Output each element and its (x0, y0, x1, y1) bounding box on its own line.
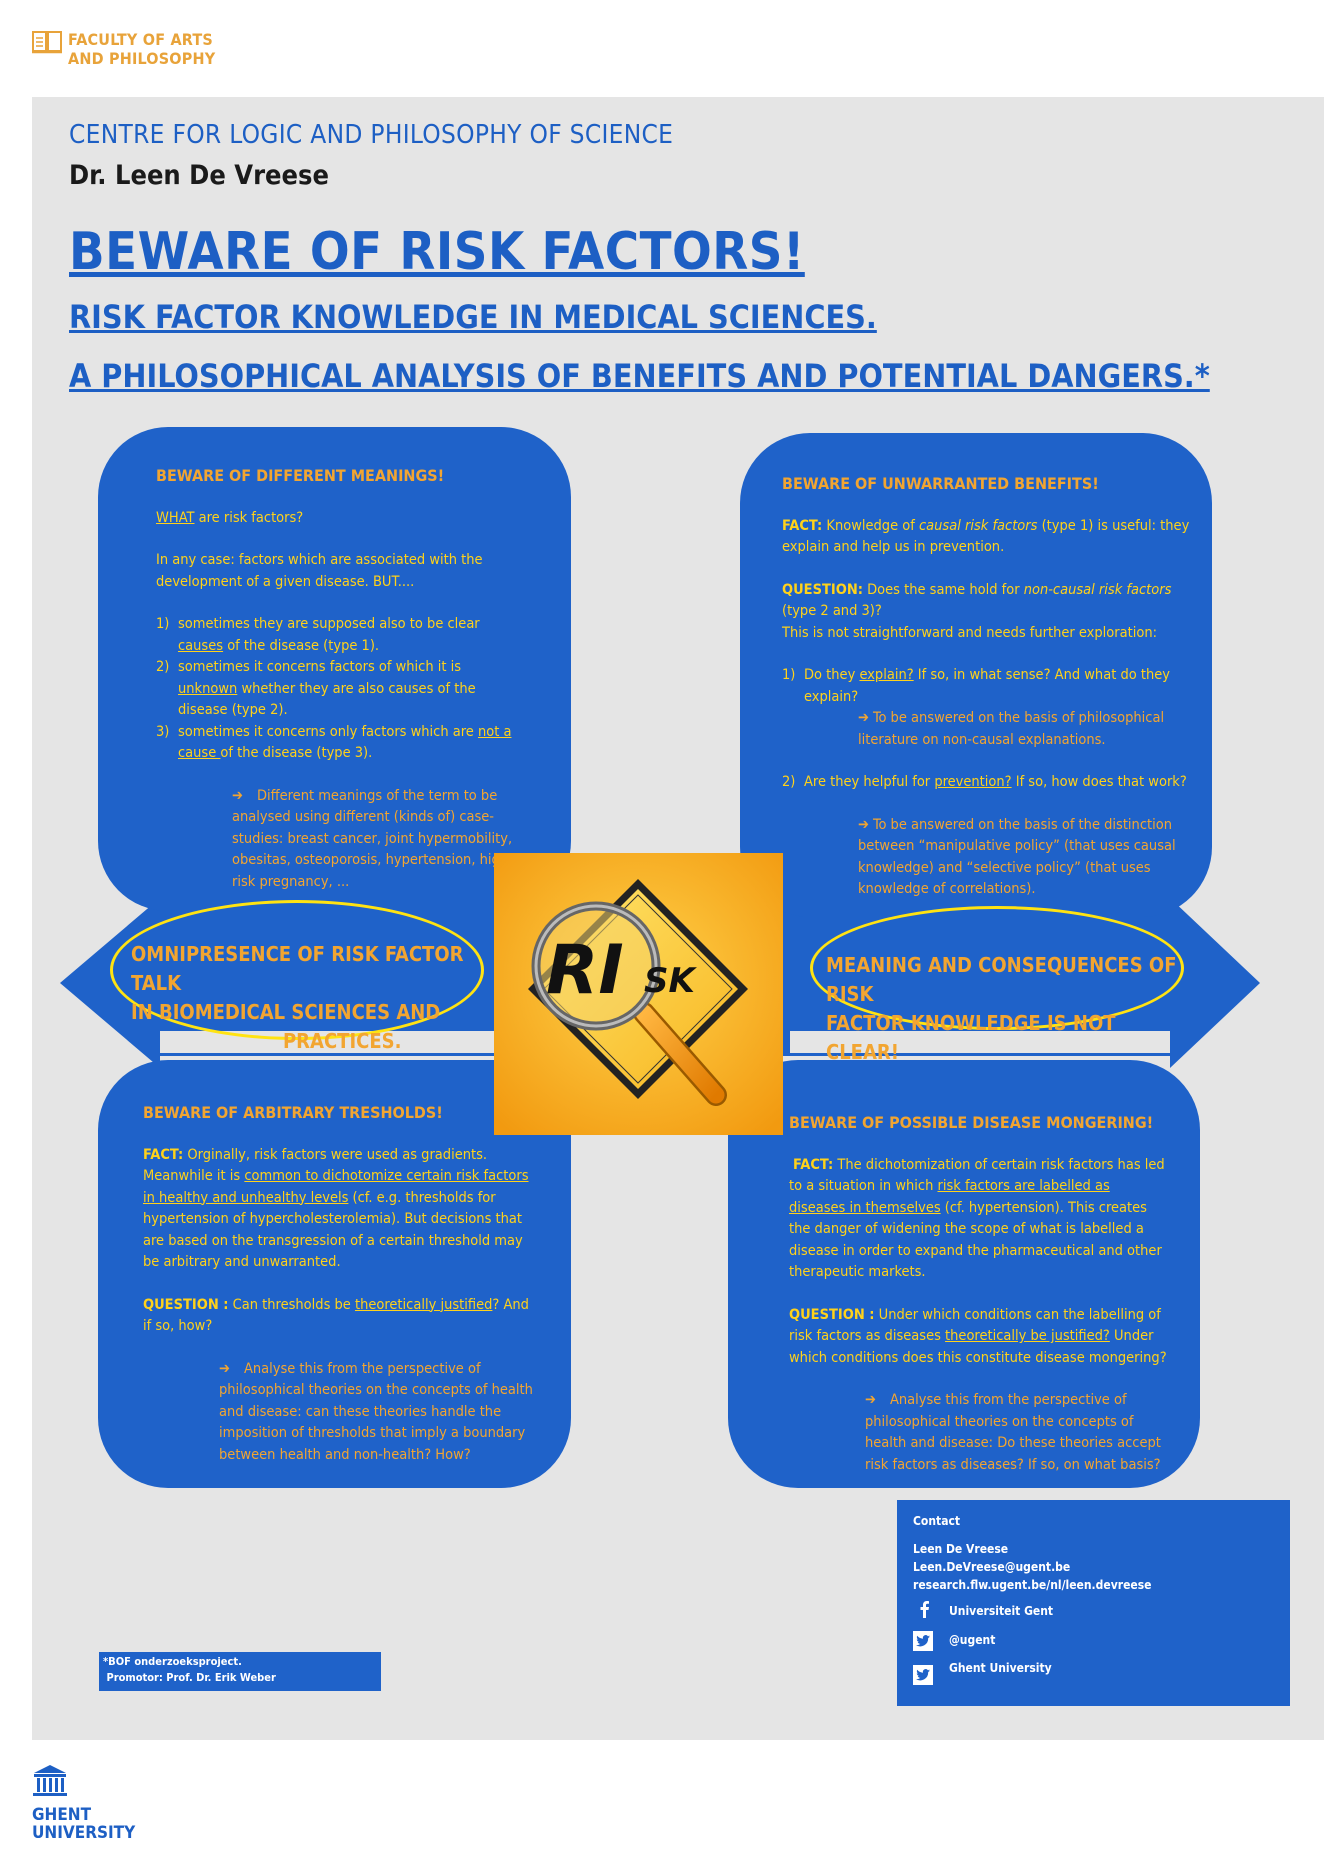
arrow-icon: ➔ (865, 1392, 876, 1408)
box-disease-mongering: BEWARE OF POSSIBLE DISEASE MONGERING! FA… (728, 1060, 1200, 1488)
banner-left-ellipse (110, 900, 484, 1040)
poster-title: BEWARE OF RISK FACTORS! (69, 222, 805, 282)
note: ➔Different meanings of the term to be an… (232, 787, 513, 890)
question-followup: This is not straightforward and needs fu… (782, 624, 1158, 641)
note: ➔To be answered on the basis of philosop… (858, 710, 1165, 748)
arrow-icon: ➔ (232, 787, 243, 804)
magnifier-icon (531, 901, 727, 1106)
note: ➔Analyse this from the perspective of ph… (865, 1392, 1161, 1473)
contact-box: Contact Leen De Vreese Leen.DeVreese@uge… (897, 1500, 1290, 1706)
ghent-university-logo: GHENT UNIVERSITY (32, 1764, 135, 1842)
box-heading: BEWARE OF POSSIBLE DISEASE MONGERING! (789, 1113, 1154, 1132)
bof-note: *BOF onderzoeksproject. Promotor: Prof. … (99, 1652, 381, 1691)
facebook-label[interactable]: Universiteit Gent (949, 1604, 1054, 1618)
poster-subtitle-2: A PHILOSOPHICAL ANALYSIS OF BENEFITS AND… (69, 357, 1210, 395)
banner-right-text: MEANING AND CONSEQUENCES OF RISK FACTOR … (826, 951, 1186, 1067)
fact-text: FACT: Knowledge of causal risk factors (… (782, 517, 1190, 556)
facebook-icon[interactable] (913, 1598, 933, 1618)
list-item: 3)sometimes it concerns only factors whi… (156, 723, 512, 762)
list-item: 2)sometimes it concerns factors of which… (156, 659, 476, 718)
box-heading: BEWARE OF UNWARRANTED BENEFITS! (782, 474, 1099, 493)
what-question: WHAT are risk factors? (156, 508, 521, 530)
twitter-label-1[interactable]: @ugent (949, 1633, 996, 1647)
note: ➔Analyse this from the perspective of ph… (219, 1360, 533, 1463)
contact-url[interactable]: research.flw.ugent.be/nl/leen.devreese (913, 1578, 1152, 1592)
question-text: QUESTION : Can thresholds be theoretical… (143, 1296, 529, 1335)
note: ➔To be answered on the basis of the dist… (858, 816, 1176, 898)
fact-text: FACT: The dichotomization of certain ris… (789, 1156, 1165, 1281)
bof-line2: Promotor: Prof. Dr. Erik Weber (103, 1671, 276, 1684)
banner-left-line1: OMNIPRESENCE OF RISK FACTOR TALK (131, 942, 464, 995)
what-word: WHAT (156, 509, 195, 526)
box-heading: BEWARE OF DIFFERENT MEANINGS! (156, 466, 445, 485)
list-item: 2)Are they helpful for prevention? If so… (782, 774, 1187, 790)
arrow-icon: ➔ (858, 816, 869, 833)
fact-text: FACT: Orginally, risk factors were used … (143, 1146, 529, 1271)
book-icon (32, 31, 62, 54)
banner-right-ellipse (810, 906, 1184, 1030)
box-different-meanings: BEWARE OF DIFFERENT MEANINGS! WHAT are r… (98, 427, 571, 911)
faculty-line1: FACULTY OF ARTS (68, 30, 213, 49)
building-icon (33, 1765, 67, 1796)
banner-left-line3: PRACTICES. (283, 1029, 402, 1053)
arrow-icon: ➔ (219, 1360, 230, 1377)
poster-subtitle-1: RISK FACTOR KNOWLEDGE IN MEDICAL SCIENCE… (69, 298, 877, 336)
risk-text-big: RI (546, 931, 624, 1010)
contact-email[interactable]: Leen.DeVreese@ugent.be (913, 1560, 1071, 1574)
contact-name: Leen De Vreese (913, 1542, 1009, 1556)
banner-right-line2: FACTOR KNOWLEDGE IS NOT CLEAR! (826, 1011, 1116, 1064)
twitter-label-2[interactable]: Ghent University (949, 1661, 1052, 1675)
intro-text: In any case: factors which are associate… (156, 552, 483, 590)
banner-right-line1: MEANING AND CONSEQUENCES OF RISK (826, 953, 1177, 1006)
banner-left-text: OMNIPRESENCE OF RISK FACTOR TALK IN BIOM… (131, 940, 491, 1056)
centre-name: CENTRE FOR LOGIC AND PHILOSOPHY OF SCIEN… (69, 120, 674, 150)
ugent-line2: UNIVERSITY (32, 1823, 136, 1843)
list-item: 1)Do they explain? If so, in what sense?… (782, 667, 1170, 705)
what-rest: are risk factors? (194, 509, 304, 526)
arrow-icon: ➔ (858, 710, 869, 726)
risk-text-small: SK (644, 961, 697, 1001)
risk-magnifier-image: RI SK (494, 853, 783, 1135)
contact-heading: Contact (913, 1514, 961, 1528)
twitter-icon[interactable] (913, 1665, 933, 1685)
list-item: 1)sometimes they are supposed also to be… (156, 616, 480, 654)
bof-line1: *BOF onderzoeksproject. (103, 1655, 242, 1668)
author-name: Dr. Leen De Vreese (69, 160, 329, 191)
faculty-logo: FACULTY OF ARTS AND PHILOSOPHY (32, 30, 215, 68)
box-unwarranted-benefits: BEWARE OF UNWARRANTED BENEFITS! FACT: Kn… (740, 433, 1212, 917)
faculty-line2: AND PHILOSOPHY (68, 49, 216, 68)
question-text: QUESTION : Under which conditions can th… (789, 1306, 1167, 1366)
box-heading: BEWARE OF ARBITRARY TRESHOLDS! (143, 1103, 443, 1122)
banner-right-gap (790, 1031, 1170, 1053)
twitter-icon[interactable] (913, 1631, 933, 1651)
question-text: QUESTION: Does the same hold for non-cau… (782, 581, 1172, 620)
ugent-line1: GHENT (32, 1805, 92, 1825)
banner-left-line2: IN BIOMEDICAL SCIENCES AND (131, 1000, 441, 1024)
box-arbitrary-thresholds: BEWARE OF ARBITRARY TRESHOLDS! FACT: Org… (98, 1060, 571, 1488)
